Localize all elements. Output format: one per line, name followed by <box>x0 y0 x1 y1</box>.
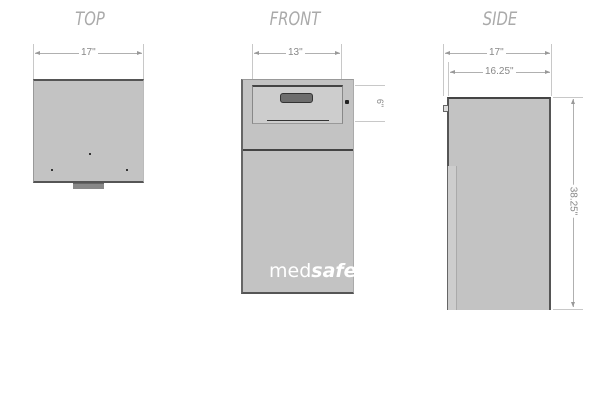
arrow-down-icon <box>571 302 575 307</box>
front-view-body: medsafe <box>241 79 357 294</box>
drawer-height-label: 6" <box>375 96 386 110</box>
arrow-left-icon <box>254 51 259 55</box>
panel-divider <box>243 149 353 151</box>
side-extension-line-left-inner <box>448 62 449 96</box>
medsafe-logo: medsafe <box>269 260 357 282</box>
drawer-handle <box>280 93 313 103</box>
arrow-up-icon <box>571 99 575 104</box>
arrow-right-icon <box>545 51 550 55</box>
drop-drawer <box>252 85 343 124</box>
logo-bold-text: safe <box>311 260 357 282</box>
side-extension-line-right <box>551 44 552 96</box>
side-height-label: 38.25" <box>567 184 579 218</box>
arrow-right-icon <box>545 70 550 74</box>
side-width-label: 17" <box>487 47 506 58</box>
side-hinge <box>443 105 448 112</box>
arrow-left-icon <box>35 51 40 55</box>
side-view-title: SIDE <box>482 8 518 30</box>
screw-hole-icon <box>89 153 91 155</box>
top-view-handle <box>73 183 104 189</box>
top-width-label: 17" <box>79 47 98 58</box>
screw-hole-icon <box>51 169 53 171</box>
side-door-edge <box>447 166 457 310</box>
screw-hole-icon <box>126 169 128 171</box>
top-extension-line-right <box>143 44 144 80</box>
front-width-label: 13" <box>286 47 305 58</box>
front-extension-line-left <box>252 44 253 80</box>
arrow-right-icon <box>137 51 142 55</box>
side-extension-line-bottom <box>553 309 583 310</box>
side-view-body <box>447 97 551 310</box>
drawer-slot <box>267 120 329 121</box>
front-extension-line-right <box>341 44 342 80</box>
arrow-right-icon <box>335 51 340 55</box>
side-extension-line-top <box>553 97 583 98</box>
arrow-left-icon <box>450 70 455 74</box>
side-depth-label: 16.25" <box>483 66 516 77</box>
arrow-left-icon <box>445 51 450 55</box>
lock-icon <box>345 100 349 104</box>
top-view-body <box>33 79 144 183</box>
top-extension-line-left <box>33 44 34 80</box>
top-view-title: TOP <box>75 8 105 30</box>
logo-light-text: med <box>269 260 312 282</box>
side-extension-line-left-outer <box>443 44 444 96</box>
drawer-extension-line-top <box>355 85 385 86</box>
drawer-extension-line-bottom <box>355 121 385 122</box>
front-view-title: FRONT <box>269 8 321 30</box>
